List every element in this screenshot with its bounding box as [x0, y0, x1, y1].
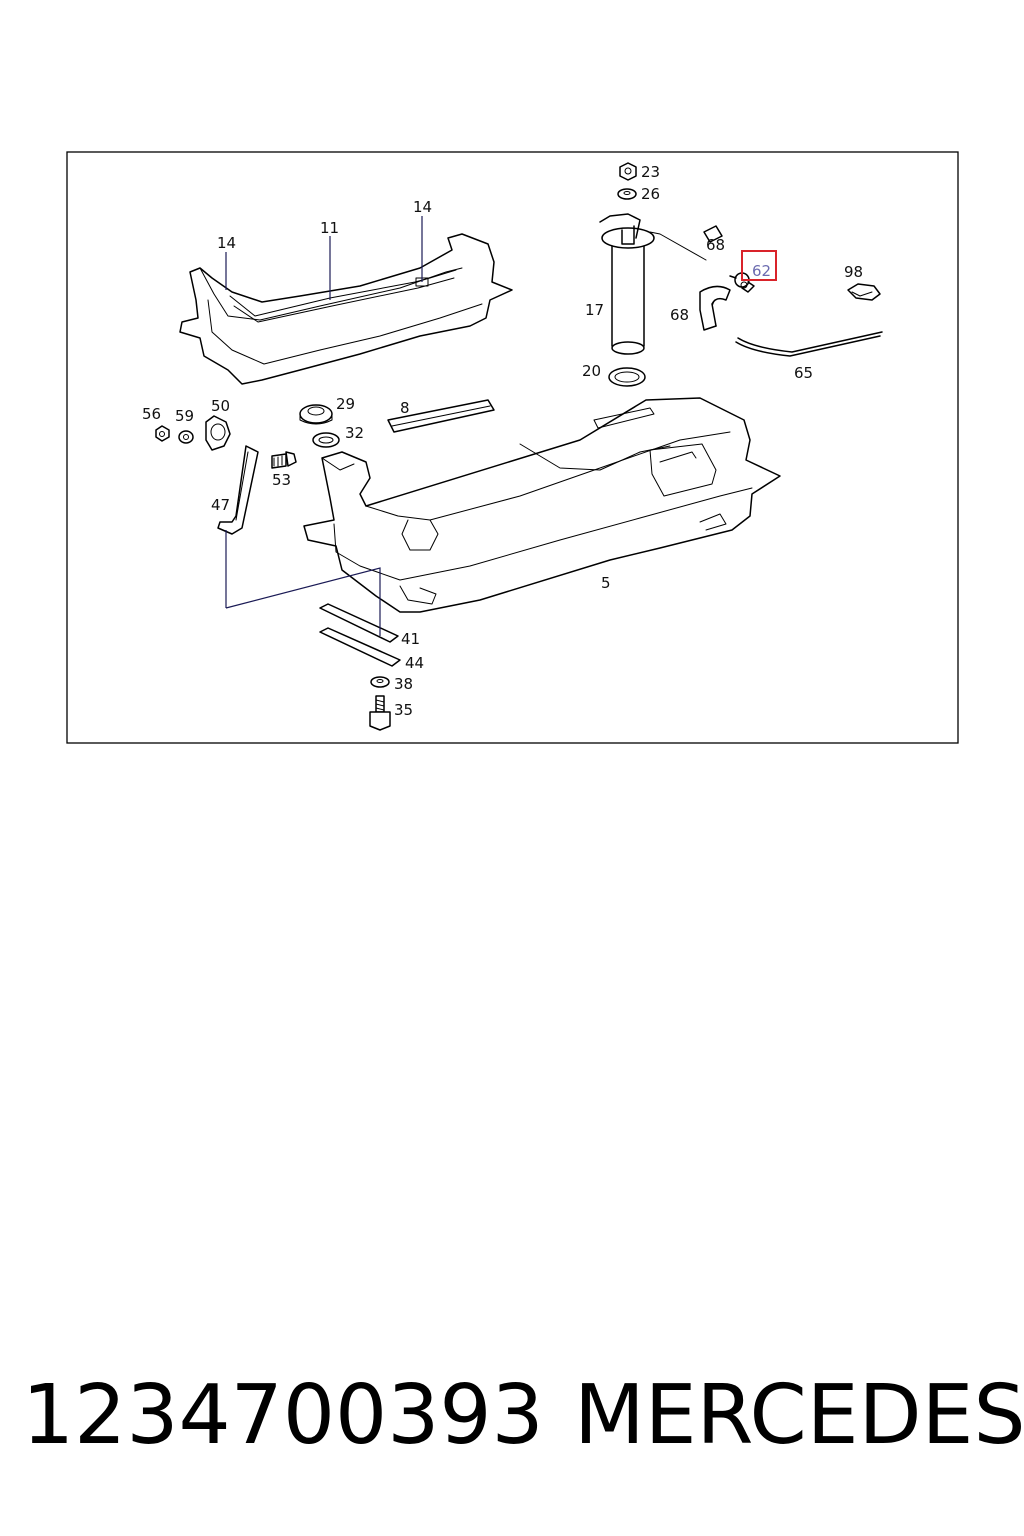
callout-label: 68 [670, 306, 689, 324]
part-washer-59 [178, 430, 194, 444]
callout-label: 20 [582, 362, 601, 380]
callout-label: 23 [641, 163, 660, 181]
callout-label: 65 [794, 364, 813, 382]
part-nut-23 [619, 162, 637, 181]
part-seal-20 [608, 367, 646, 387]
part-number: 1234700393 [22, 1368, 544, 1463]
callout-label: 44 [405, 654, 424, 672]
part-tank-5 [303, 397, 781, 613]
part-hose-68 [699, 225, 731, 331]
part-mount-50 [205, 415, 231, 451]
part-heat-shield [179, 233, 513, 385]
callout-label: 47 [211, 496, 230, 514]
part-ring-32 [312, 432, 340, 448]
callout-label: 59 [175, 407, 194, 425]
callout-label: 41 [401, 630, 420, 648]
part-grommet-29 [299, 404, 333, 425]
callout-label: 98 [844, 263, 863, 281]
part-washer-38 [370, 676, 390, 688]
callout-label: 50 [211, 397, 230, 415]
highlight-box-62 [741, 250, 777, 281]
part-washer-26 [617, 188, 637, 200]
callout-labels: 23 26 14 11 14 68 62 98 17 68 20 65 29 8… [142, 163, 863, 719]
leader-lines [225, 216, 423, 636]
callout-label: 14 [413, 198, 432, 216]
diagram-frame [66, 151, 959, 744]
callout-label: 14 [217, 234, 236, 252]
part-strap-44 [319, 627, 401, 667]
part-sender-17 [599, 213, 707, 355]
callout-label: 8 [400, 399, 410, 417]
part-strip-8 [387, 399, 495, 433]
callout-label: 17 [585, 301, 604, 319]
callout-label: 32 [345, 424, 364, 442]
parts-diagram: 23 26 14 11 14 68 62 98 17 68 20 65 29 8… [66, 151, 959, 744]
callout-label: 35 [394, 701, 413, 719]
callout-label: 38 [394, 675, 413, 693]
callout-label: 29 [336, 395, 355, 413]
callout-label: 26 [641, 185, 660, 203]
callout-label-highlighted: 62 [752, 262, 771, 280]
part-bracket-47 [217, 445, 259, 535]
part-nut-56 [155, 425, 170, 442]
callout-label: 11 [320, 219, 339, 237]
part-bolt-53 [271, 451, 297, 469]
part-line-65 [735, 331, 883, 357]
part-bolt-35 [369, 695, 391, 731]
callout-label: 5 [601, 574, 611, 592]
part-clip-98 [847, 283, 881, 301]
part-strap-41 [319, 603, 399, 643]
callout-label: 56 [142, 405, 161, 423]
callout-label: 68 [706, 236, 725, 254]
callout-label: 53 [272, 471, 291, 489]
brand-name: MERCEDES [574, 1368, 1024, 1463]
